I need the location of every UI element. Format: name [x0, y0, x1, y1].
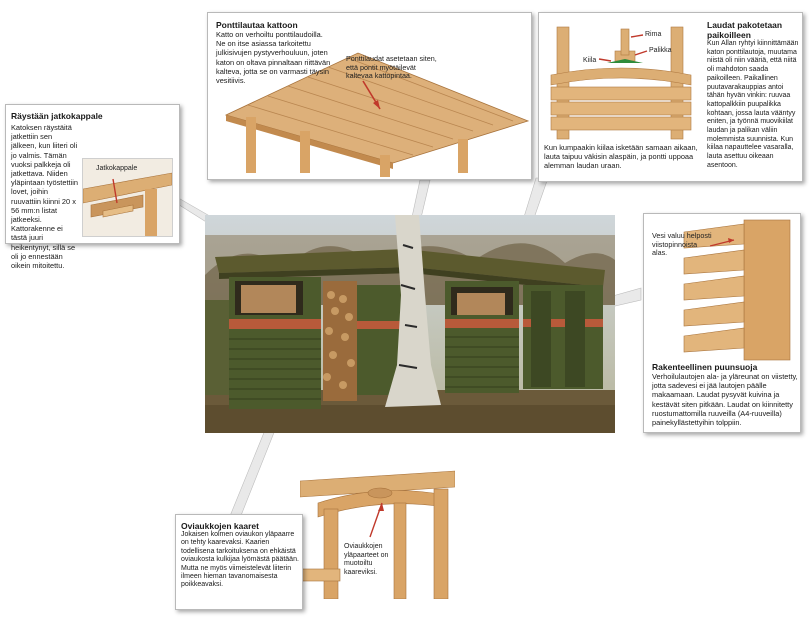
woodshed-photo [205, 215, 615, 433]
boards-body: Kun Allan ryhtyi kiinnittämään katon pon… [707, 40, 799, 169]
roof-body: Katto on verhoiltu ponttilaudoilla. Ne o… [216, 30, 331, 86]
callout-boards-forced: Rima Palikka Kiila Laudat pakotetaan pai… [538, 12, 803, 182]
eaves-title: Räystään jatkokappale [11, 111, 103, 121]
label-rima: Rima [645, 31, 662, 38]
siding-title: Rakenteellinen puunsuoja [652, 362, 758, 372]
eaves-label: Jatkokappale [96, 165, 138, 172]
callout-roof-boards: Ponttilautaa kattoon Katto on verhoiltu … [207, 12, 532, 180]
boards-title: Laudat pakotetaan paikoilleen [707, 20, 783, 40]
arches-title: Oviaukkojen kaaret [181, 521, 259, 531]
arches-annotation: Oviaukkojen yläpaarteet on muotoiltu kaa… [344, 543, 389, 576]
label-palikka: Palikka [649, 47, 672, 54]
callout-wood-protection: Vesi valuu helposti viistopinnoista alas… [643, 213, 801, 433]
eaves-detail-image [82, 158, 173, 237]
siding-body: Verhoilulautojen ala- ja yläreunat on vi… [652, 372, 798, 428]
callout-door-arches: Oviaukkojen kaaret Jokaisen kolmen oviau… [175, 514, 303, 610]
eaves-body: Katoksen räystäitä jatkettiin sen jälkee… [11, 123, 78, 271]
label-kiila: Kiila [583, 57, 597, 64]
siding-annotation: Vesi valuu helposti viistopinnoista alas… [652, 231, 712, 258]
wedge-illustration [550, 26, 692, 140]
roof-illustration [224, 52, 530, 177]
arch-detail-image: Oviaukkojen yläpaarteet on muotoiltu kaa… [300, 459, 455, 599]
arches-body: Jokaisen kolmen oviaukon yläpaarre on te… [181, 531, 299, 589]
roof-title: Ponttilautaa kattoon [216, 20, 298, 30]
roof-annotation: Ponttilaudat asetetaan siten, että ponti… [346, 54, 437, 81]
callout-eaves-extension: Räystään jatkokappale Katoksen räystäitä… [5, 104, 180, 270]
boards-caption: Kun kumpaakin kiilaa isketään samaan aik… [544, 143, 698, 171]
siding-illustration [683, 219, 791, 361]
